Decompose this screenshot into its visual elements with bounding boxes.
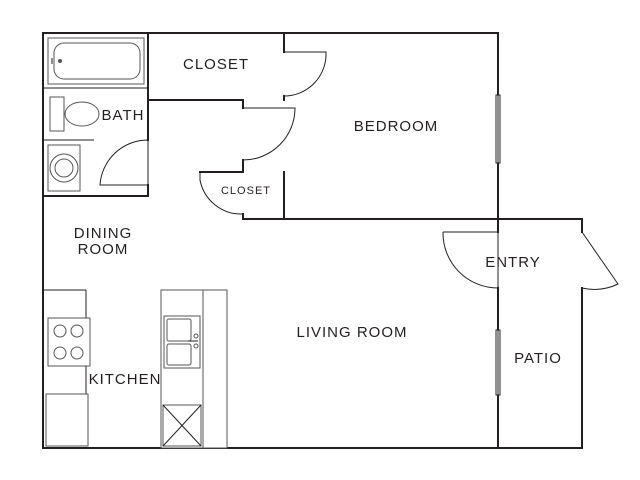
toilet bbox=[49, 96, 100, 132]
bath-label: BATH bbox=[102, 107, 145, 124]
refrigerator bbox=[45, 393, 89, 447]
bedroom-label: BEDROOM bbox=[354, 118, 439, 135]
dishwasher bbox=[162, 404, 202, 447]
patio-label: PATIO bbox=[514, 350, 562, 367]
sink bbox=[163, 315, 201, 369]
patio-door-swing bbox=[581, 231, 619, 290]
small-closet-door-swing bbox=[199, 172, 244, 215]
washer-dryer bbox=[47, 144, 81, 192]
interior-walls bbox=[42, 32, 499, 449]
closet-door-swing bbox=[283, 51, 327, 97]
dining-room-label-line1: DINING bbox=[74, 225, 133, 242]
closet-top-label: CLOSET bbox=[183, 56, 249, 73]
patio-door-slider bbox=[495, 329, 501, 396]
closet-small-label: CLOSET bbox=[221, 185, 271, 197]
dining-room-label-line2: ROOM bbox=[78, 241, 129, 258]
entry-door-swing bbox=[442, 231, 499, 289]
bedroom-window bbox=[495, 94, 501, 164]
stove bbox=[47, 317, 91, 367]
bedroom-door-swing bbox=[242, 107, 296, 161]
bathtub bbox=[47, 37, 145, 85]
kitchen-label: KITCHEN bbox=[89, 371, 162, 388]
living-room-label: LIVING ROOM bbox=[296, 324, 407, 341]
entry-label: ENTRY bbox=[485, 254, 541, 271]
bath-door-swing bbox=[99, 139, 149, 186]
